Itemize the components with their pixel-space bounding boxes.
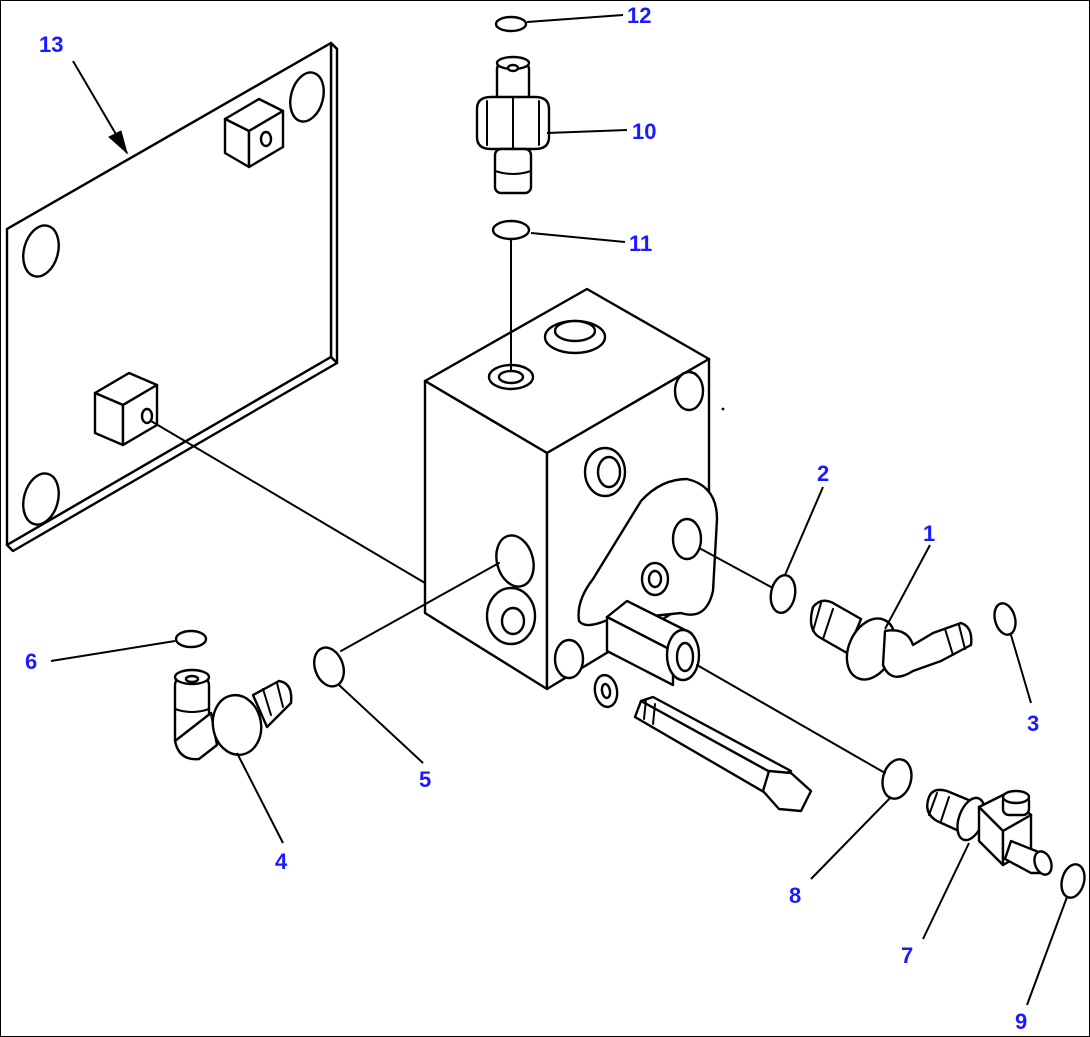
center-lines [150, 238, 886, 774]
o-ring-12 [494, 15, 528, 33]
callout-13: 13 [39, 32, 63, 57]
callout-4: 4 [275, 849, 288, 874]
bolt [633, 695, 813, 813]
o-ring-8 [881, 758, 913, 800]
washer-hole [600, 682, 612, 700]
leader-lines [50, 14, 1068, 1006]
callout-1: 1 [923, 521, 935, 546]
o-ring-11 [491, 219, 531, 241]
callout-9: 9 [1015, 1009, 1027, 1034]
mounting-plate [5, 41, 339, 553]
callout-6: 6 [25, 649, 37, 674]
o-ring-3 [993, 602, 1017, 636]
callout-10: 10 [632, 119, 656, 144]
callout-3: 3 [1027, 711, 1039, 736]
elbow-fitting-4 [173, 668, 293, 761]
o-ring-5 [312, 646, 346, 688]
o-ring-6 [174, 629, 208, 649]
callout-8: 8 [789, 883, 801, 908]
adapter-fitting [475, 55, 551, 195]
callout-2: 2 [817, 461, 829, 486]
o-ring-9 [1060, 863, 1086, 899]
o-ring-2 [769, 573, 797, 615]
dot-mark [721, 407, 725, 411]
elbow-fitting-1 [809, 599, 973, 681]
callout-11: 11 [629, 231, 652, 256]
tee-fitting-7 [926, 788, 1053, 876]
callout-12: 12 [627, 3, 651, 28]
callout-5: 5 [419, 767, 431, 792]
valve-block [423, 287, 719, 691]
callout-labels: 12 10 11 13 2 1 3 4 5 6 7 8 9 [25, 3, 1039, 1034]
callout-7: 7 [901, 943, 913, 968]
